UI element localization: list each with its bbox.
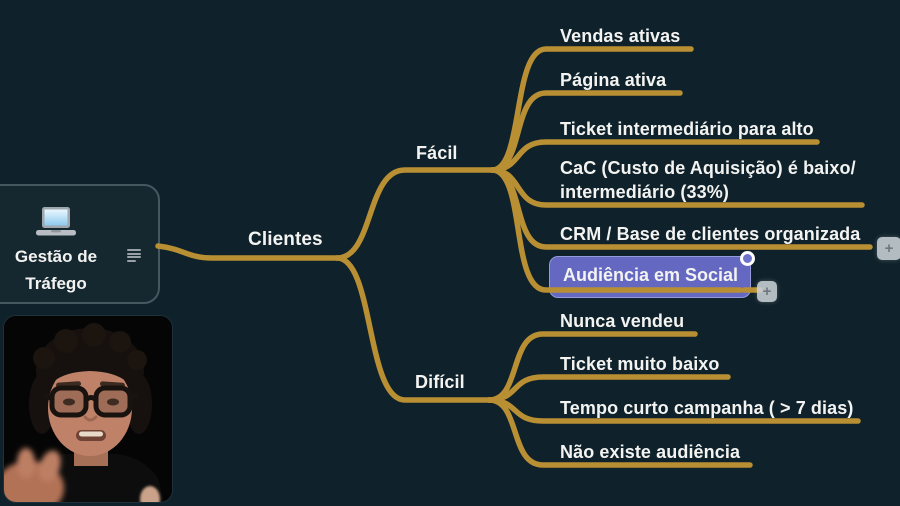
node-cac-line2: intermediário (33%): [560, 182, 729, 202]
laptop-icon: [35, 206, 77, 245]
node-ticket-intermediario[interactable]: Ticket intermediário para alto: [560, 119, 814, 139]
root-node-title: Gestão de Tráfego: [5, 243, 107, 297]
node-nunca-vendeu[interactable]: Nunca vendeu: [560, 311, 685, 331]
node-vendas-ativas[interactable]: Vendas ativas: [560, 26, 681, 46]
connector-vendas-ativas: [489, 46, 694, 173]
node-facil[interactable]: Fácil: [416, 143, 458, 163]
root-title-line1: Gestão de: [14, 247, 98, 266]
node-clientes[interactable]: Clientes: [248, 229, 323, 250]
node-crm[interactable]: CRM / Base de clientes organizada: [560, 224, 861, 244]
selection-handle[interactable]: [740, 251, 755, 266]
node-cac[interactable]: CaC (Custo de Aquisição) é baixo/ interm…: [560, 156, 856, 204]
connector-clientes-facil: [334, 167, 495, 261]
add-child-button-audiencia[interactable]: +: [757, 281, 777, 302]
notes-icon[interactable]: [127, 249, 141, 262]
presenter-portrait: [4, 316, 172, 502]
connector-clientes-dificil: [334, 255, 492, 403]
node-audiencia-em-social[interactable]: Audiência em Social: [549, 256, 751, 298]
connector-ticket-baixo: [486, 374, 731, 403]
node-label: Audiência em Social: [563, 265, 739, 285]
webcam-overlay: [4, 316, 172, 502]
node-cac-line1: CaC (Custo de Aquisição) é baixo/: [560, 158, 856, 178]
plus-icon: +: [762, 283, 772, 300]
node-nao-existe-audiencia[interactable]: Não existe audiência: [560, 442, 741, 462]
node-root-gestao-de-trafego[interactable]: Gestão de Tráfego: [0, 184, 160, 304]
node-pagina-ativa[interactable]: Página ativa: [560, 70, 667, 90]
root-title-line2: Tráfego: [25, 274, 87, 293]
plus-icon: +: [884, 240, 894, 257]
node-dificil[interactable]: Difícil: [415, 372, 465, 392]
add-child-button-crm[interactable]: +: [877, 237, 900, 260]
node-tempo-curto-campanha[interactable]: Tempo curto campanha ( > 7 dias): [560, 398, 854, 418]
node-ticket-muito-baixo[interactable]: Ticket muito baixo: [560, 354, 720, 374]
